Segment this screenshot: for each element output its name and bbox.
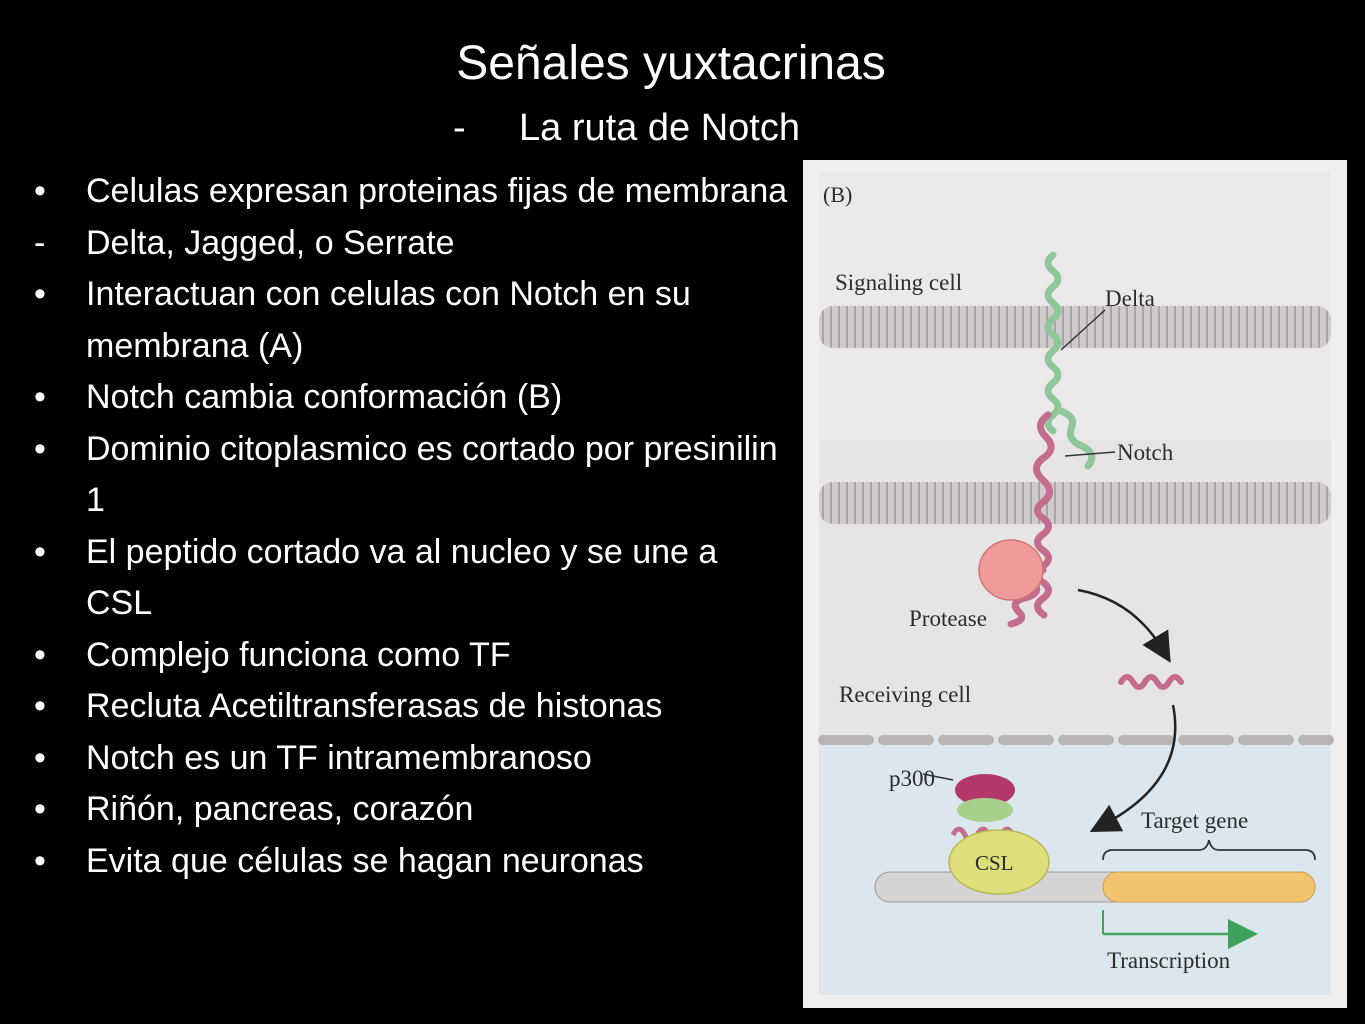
p300-label: p300: [889, 766, 935, 791]
bullet-item: • Evita que células se hagan neuronas: [30, 836, 790, 888]
bullet-marker: •: [34, 532, 46, 571]
bullet-item: - Delta, Jagged, o Serrate: [30, 218, 790, 270]
protease-enzyme: [978, 539, 1044, 601]
receiving-cell-label: Receiving cell: [839, 682, 972, 707]
bullet-text: El peptido cortado va al nucleo y se une…: [86, 532, 718, 623]
transcription-label: Transcription: [1107, 948, 1231, 973]
slide-subtitle: - La ruta de Notch: [453, 106, 800, 150]
csl-label: CSL: [975, 851, 1014, 875]
notch-label: Notch: [1117, 440, 1174, 465]
bullet-marker: •: [34, 841, 46, 880]
protease-label: Protease: [909, 606, 987, 631]
bullet-text: Complejo funciona como TF: [86, 635, 511, 674]
bullet-item: • Notch cambia conformación (B): [30, 372, 790, 424]
csl-protein: [948, 829, 1050, 895]
bullet-marker: -: [34, 223, 46, 262]
bullet-marker: •: [34, 275, 46, 313]
panel-label: (B): [823, 182, 853, 207]
bullet-text: Notch cambia conformación (B): [86, 378, 563, 416]
target-gene-brace: [1102, 839, 1316, 861]
cleaved-notch-peptide: [1118, 674, 1184, 690]
bullet-text: Notch es un TF intramembranoso: [86, 738, 592, 777]
bullet-list: • Celulas expresan proteinas fijas de mem…: [30, 166, 790, 887]
bullet-marker: •: [34, 172, 46, 210]
notch-pathway-figure: (B) Signaling cell Delta Notch Protease …: [803, 160, 1347, 1008]
target-gene-label: Target gene: [1141, 808, 1249, 833]
bullet-text: Interactuan con celulas con Notch en su …: [86, 275, 691, 365]
bullet-item: • Recluta Acetiltransferasas de histonas: [30, 681, 790, 733]
slide-title: Señales yuxtacrinas: [456, 37, 886, 90]
bullet-text: Recluta Acetiltransferasas de histonas: [86, 687, 663, 725]
bullet-item: • Riñón, pancreas, corazón: [30, 784, 790, 836]
bullet-item: • Dominio citoplasmico es cortado por pre…: [30, 424, 790, 527]
delta-label: Delta: [1105, 286, 1155, 311]
bullet-text: Celulas expresan proteinas fijas de memb…: [86, 172, 788, 210]
bullet-text: Evita que células se hagan neuronas: [86, 841, 644, 880]
receiving-cell-membrane: [819, 482, 1331, 524]
bullet-marker: •: [34, 635, 46, 674]
bullet-marker: •: [34, 429, 46, 468]
subtitle-text: La ruta de Notch: [519, 107, 800, 149]
target-gene-segment: [1102, 871, 1316, 903]
delta-protein: [1044, 251, 1062, 435]
notch-diagram: [818, 172, 1334, 995]
bullet-text: Dominio citoplasmico es cortado por pres…: [86, 429, 778, 520]
signaling-cell-membrane: [819, 306, 1331, 348]
bullet-text: Riñón, pancreas, corazón: [86, 790, 474, 828]
bullet-marker: •: [34, 687, 46, 725]
subtitle-dash: -: [453, 107, 466, 149]
signaling-cell-label: Signaling cell: [835, 270, 963, 295]
bullet-item: • El peptido cortado va al nucleo y se un…: [30, 527, 790, 630]
bullet-marker: •: [34, 790, 46, 828]
notch-leader-line: [1064, 451, 1116, 457]
bullet-item: • Complejo funciona como TF: [30, 630, 790, 682]
delta-protein-tail: [1054, 406, 1096, 470]
bullet-item: • Notch es un TF intramembranoso: [30, 733, 790, 785]
bullet-marker: •: [34, 378, 46, 416]
cleavage-arrow: [1077, 588, 1171, 663]
nucleus-region: [819, 740, 1331, 995]
p300-protein: [955, 774, 1015, 806]
bullet-item: • Celulas expresan proteinas fijas de mem…: [30, 166, 790, 218]
coactivator-protein: [957, 798, 1013, 822]
nuclear-import-arrow: [1089, 704, 1177, 833]
p300-leader-line: [922, 773, 954, 781]
delta-leader-line: [1060, 309, 1106, 351]
bullet-item: • Interactuan con celulas con Notch en su…: [30, 269, 790, 372]
notch-protein: [1033, 411, 1055, 619]
bullet-text: Delta, Jagged, o Serrate: [86, 223, 455, 262]
bullet-marker: •: [34, 738, 46, 777]
